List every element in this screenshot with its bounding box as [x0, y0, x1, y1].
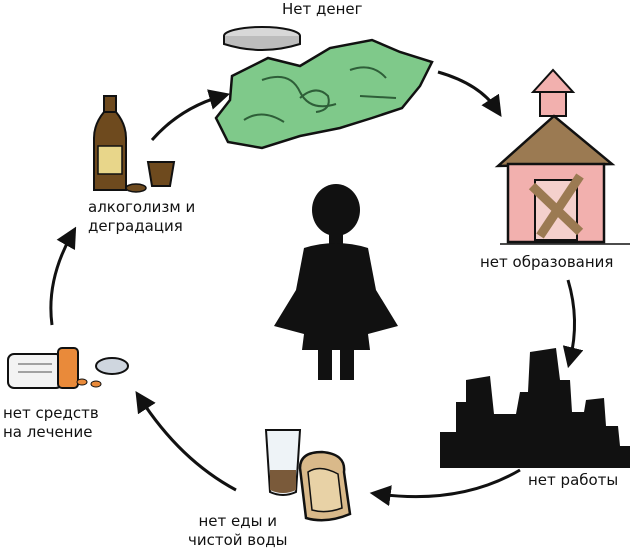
city-skyline-icon: [440, 348, 630, 468]
arrow-money-to-education: [437, 70, 502, 118]
label-alcoholism-line2: деградация: [88, 217, 183, 235]
label-no-treatment: нет средств на лечение: [3, 404, 99, 442]
label-no-treatment-line2: на лечение: [3, 423, 93, 441]
arrow-treatment-to-alcohol: [49, 226, 77, 326]
arrow-education-to-work: [562, 279, 584, 369]
label-no-food-line2: чистой воды: [188, 531, 288, 549]
label-no-work: нет работы: [528, 471, 619, 489]
label-no-food-line1: нет еды и: [198, 512, 278, 530]
arrow-alcohol-to-money: [150, 89, 231, 141]
banknote-icon: [214, 38, 434, 150]
liquor-bottle-icon: [93, 95, 176, 193]
label-no-money: Нет денег: [282, 0, 363, 18]
label-no-treatment-line1: нет средств: [3, 404, 99, 422]
label-alcoholism-line1: алкоголизм и: [88, 198, 196, 216]
woman-figure-icon: [274, 184, 398, 380]
bread-glass-icon: [264, 429, 352, 522]
label-no-education: нет образования: [480, 253, 614, 271]
pill-bottle-icon: [7, 347, 129, 389]
coin-icon: [223, 26, 301, 51]
label-no-food-water: нет еды и чистой воды: [188, 512, 288, 550]
arrow-food-to-treatment: [135, 390, 237, 492]
arrow-work-to-food: [369, 468, 521, 507]
school-house-icon: [494, 68, 630, 245]
label-alcoholism: алкоголизм и деградация: [88, 198, 195, 236]
